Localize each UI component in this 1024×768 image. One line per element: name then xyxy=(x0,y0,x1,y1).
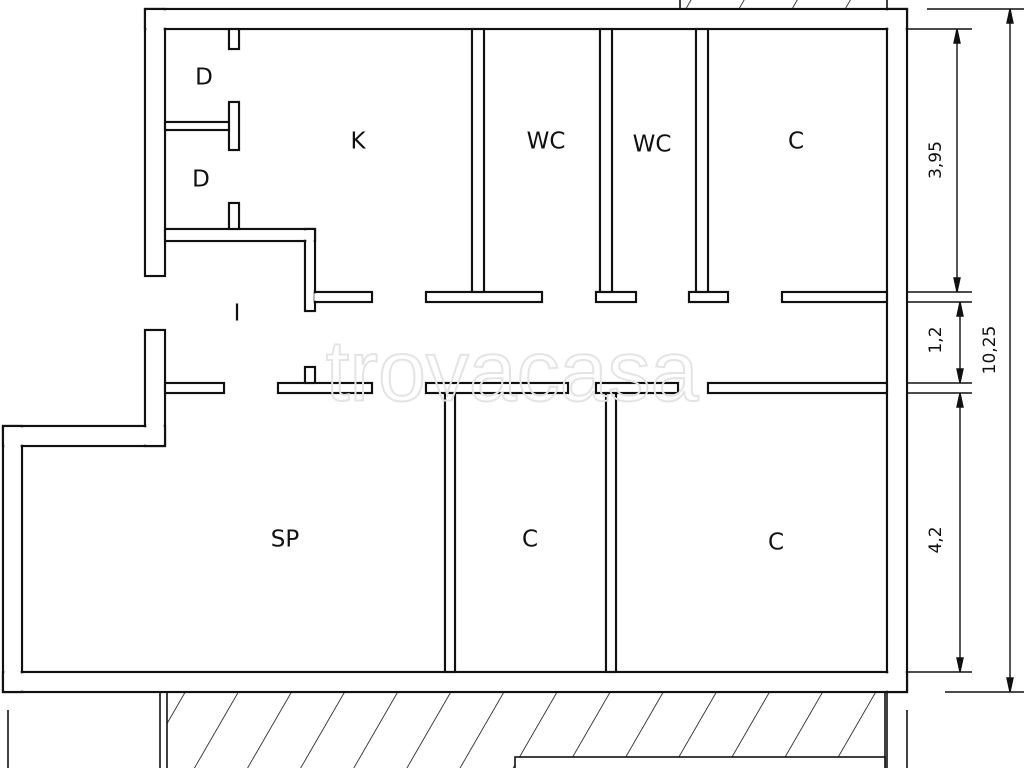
room-label-sp: SP xyxy=(271,527,300,553)
wall-fill xyxy=(446,394,454,671)
wall-fill xyxy=(146,10,164,275)
wall-outline xyxy=(143,7,167,278)
wall-fill xyxy=(597,384,677,392)
room-label-hall: I xyxy=(234,301,241,327)
wall-fill xyxy=(146,331,164,445)
balcony-bottom xyxy=(7,691,908,768)
wall-outline xyxy=(780,290,889,304)
wall-fill xyxy=(230,204,238,228)
wall-fill xyxy=(166,384,223,392)
wall-fill xyxy=(306,368,314,382)
wall-fill xyxy=(166,230,314,240)
wall-outline xyxy=(443,391,457,674)
dimension-total: 10,25 xyxy=(980,326,1000,375)
wall-outline xyxy=(687,290,730,304)
wall-fill xyxy=(427,384,567,392)
room-label-d2: D xyxy=(192,167,210,193)
room-label-c3: C xyxy=(768,530,784,556)
dimension-upper: 3,95 xyxy=(926,141,946,179)
wall-outline xyxy=(706,381,889,395)
room-label-wc2: WC xyxy=(633,132,672,158)
wall-outline xyxy=(424,381,570,395)
wall-outline xyxy=(227,100,241,152)
wall-outline xyxy=(303,365,317,385)
room-label-kitchen: K xyxy=(350,129,366,155)
wall-fill xyxy=(279,384,371,392)
wall-outline xyxy=(303,227,317,313)
wall-fill xyxy=(306,230,314,310)
wall-fill xyxy=(607,394,615,671)
room-label-c2: C xyxy=(522,527,538,553)
wall-outline xyxy=(227,27,241,51)
wall-outline xyxy=(163,381,226,395)
wall-fill xyxy=(783,293,886,301)
wall-fill xyxy=(888,10,906,691)
wall-fill xyxy=(597,293,635,301)
wall-fill xyxy=(709,384,886,392)
wall-fill xyxy=(473,30,483,291)
room-label-d1: D xyxy=(195,65,213,91)
wall-outline xyxy=(594,290,638,304)
dimension-lines xyxy=(907,8,1024,693)
wall-fill xyxy=(427,293,541,301)
wall-fill xyxy=(230,103,238,149)
wall-outline xyxy=(1,424,24,694)
wall-fill xyxy=(4,673,906,691)
wall-outline xyxy=(424,290,544,304)
wall-fill xyxy=(601,30,611,291)
room-label-wc1: WC xyxy=(527,129,566,155)
wall-fill xyxy=(690,293,727,301)
wall-fill xyxy=(697,30,707,291)
wall-fill xyxy=(314,293,371,301)
dimension-lower: 4,2 xyxy=(926,526,946,553)
wall-outline xyxy=(594,381,680,395)
wall-fill xyxy=(230,30,238,48)
walls xyxy=(1,7,909,694)
wall-fill xyxy=(146,10,906,28)
wall-outline xyxy=(604,391,618,674)
wall-fill xyxy=(166,123,228,129)
wall-outline xyxy=(276,381,374,395)
room-label-c1: C xyxy=(788,129,804,155)
wall-fill xyxy=(4,427,164,445)
dimension-corridor: 1,2 xyxy=(926,326,946,353)
wall-fill xyxy=(4,427,21,691)
watermark: trovacasa xyxy=(326,324,699,420)
balcony-top xyxy=(679,0,888,10)
